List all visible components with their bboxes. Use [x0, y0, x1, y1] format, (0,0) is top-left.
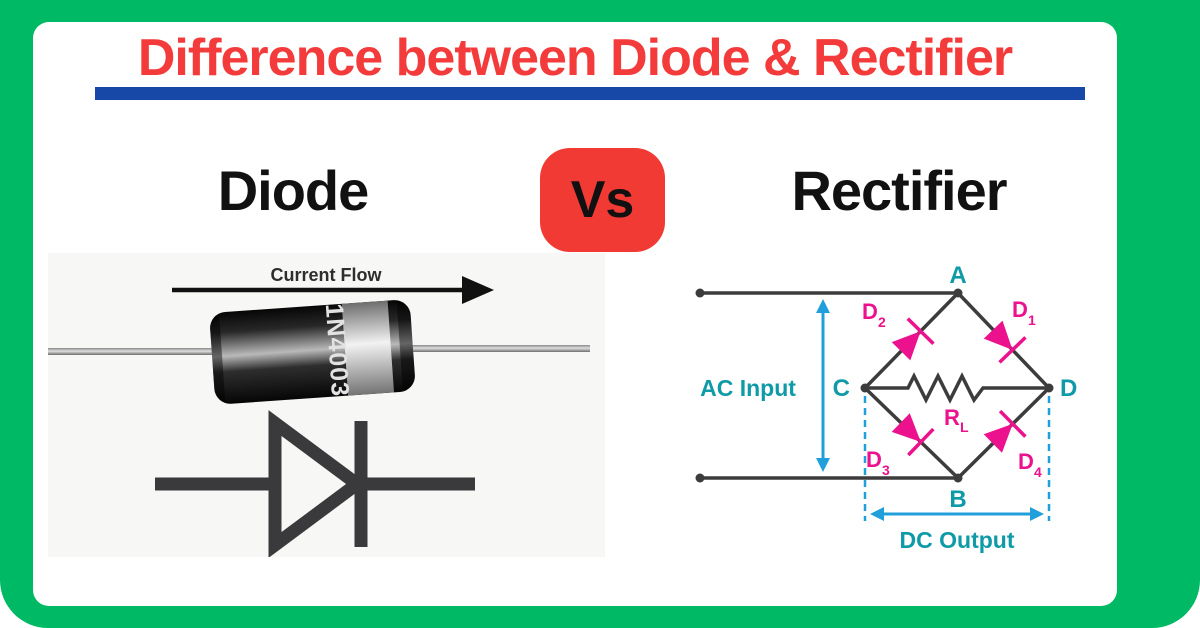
node-d-label: D — [1060, 375, 1077, 402]
diode-d3-symbol — [891, 413, 935, 457]
node-c-label: C — [833, 375, 850, 402]
diode-part-number: 1N4003 — [320, 303, 354, 398]
node-b-label: B — [949, 486, 966, 513]
bridge-diodes — [891, 317, 1027, 457]
diode-d4-symbol — [983, 409, 1027, 453]
diode-body: 1N4003 — [209, 299, 416, 405]
rectifier-circuit: AC Input DC Output A B C D D 2 D 1 D 3 D… — [695, 262, 1077, 553]
d2-label: D — [862, 299, 878, 324]
vs-badge: Vs — [540, 148, 665, 252]
diode-illustration: Current Flow 1N4003 — [48, 265, 590, 557]
rl-label: R — [944, 405, 960, 430]
d1-label: D — [1012, 297, 1028, 322]
current-flow-label: Current Flow — [271, 265, 383, 285]
current-flow-arrow — [172, 276, 494, 304]
d4-label-sub: 4 — [1034, 464, 1042, 480]
dc-output-arrow — [870, 507, 1044, 521]
diode-lead-right — [408, 345, 590, 352]
d1-label-sub: 1 — [1028, 312, 1036, 328]
diode-d1-symbol — [983, 320, 1027, 364]
diode-symbol — [155, 410, 475, 557]
dc-dashed-lines — [863, 396, 1051, 521]
vs-label: Vs — [570, 171, 635, 229]
ac-input-label: AC Input — [700, 375, 796, 401]
rectifier-heading: Rectifier — [791, 159, 1007, 222]
page-title: Difference between Diode & Rectifier — [137, 29, 1013, 87]
node-a-label: A — [949, 262, 966, 289]
diode-heading: Diode — [217, 159, 370, 222]
dc-output-label: DC Output — [900, 527, 1015, 553]
rl-label-sub: L — [960, 419, 969, 435]
teal-labels: AC Input DC Output A B C D — [700, 262, 1077, 553]
d2-label-sub: 2 — [878, 314, 886, 330]
diode-panel: Current Flow 1N4003 — [48, 253, 605, 557]
d3-label-sub: 3 — [882, 462, 890, 478]
diode-lead-left — [48, 348, 218, 355]
diode-d2-symbol — [891, 317, 935, 361]
magenta-labels: D 2 D 1 D 3 D 4 R L — [862, 297, 1042, 480]
rectifier-panel: AC Input DC Output A B C D D 2 D 1 D 3 D… — [660, 255, 1130, 565]
ac-input-arrow — [816, 299, 830, 472]
circuit-nodes — [695, 288, 1054, 483]
title-underline — [95, 87, 1085, 100]
content-card: Difference between Diode & Rectifier Dio… — [33, 22, 1117, 606]
d4-label: D — [1018, 449, 1034, 474]
d3-label: D — [866, 447, 882, 472]
